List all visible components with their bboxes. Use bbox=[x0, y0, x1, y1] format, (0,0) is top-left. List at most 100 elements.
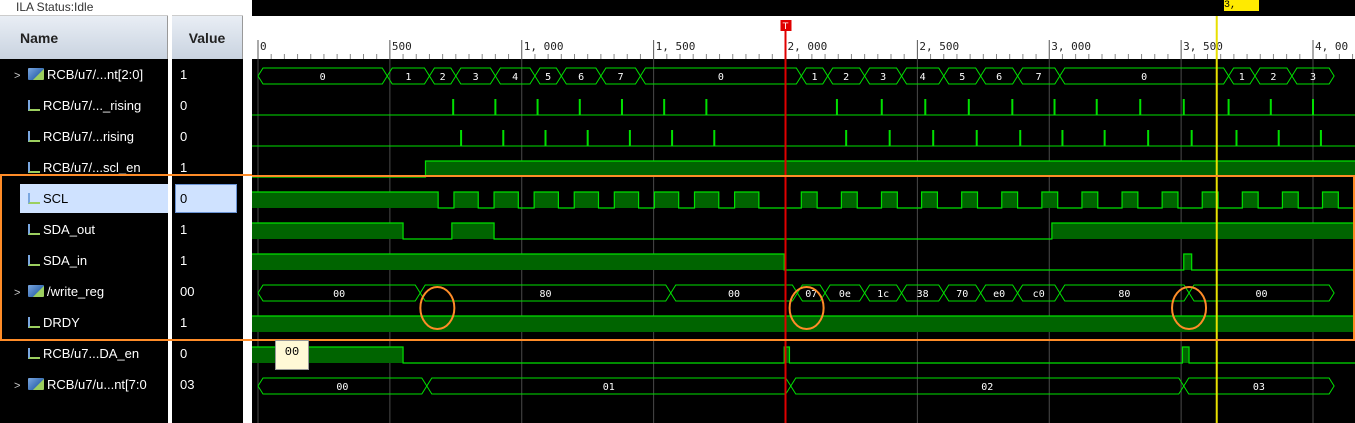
signal-name[interactable]: > RCB/u7/...nt[2:0] bbox=[14, 59, 168, 90]
signal-row[interactable]: SDA_out 1 bbox=[0, 214, 243, 245]
time-ruler bbox=[252, 16, 1355, 59]
signal-name[interactable]: > RCB/u7/u...nt[7:0 bbox=[14, 369, 168, 400]
signal-name-text: SDA_out bbox=[43, 222, 96, 237]
bus-value-label: 1 bbox=[405, 72, 411, 83]
bus-value-label: 0 bbox=[320, 72, 326, 83]
high-fill bbox=[451, 223, 495, 239]
bus-value-label: 4 bbox=[512, 72, 518, 83]
high-fill bbox=[252, 223, 404, 239]
signal-name-text: SCL bbox=[43, 191, 69, 206]
high-fill bbox=[494, 192, 519, 208]
signal-name[interactable]: > /write_reg bbox=[14, 276, 168, 307]
expand-arrow-icon[interactable]: > bbox=[14, 287, 21, 299]
bus-segment bbox=[1291, 67, 1335, 85]
signal-name[interactable]: RCB/u7/..._rising bbox=[14, 90, 168, 121]
signal-name-text: RCB/u7/u...nt[7:0 bbox=[47, 377, 147, 392]
signal-name[interactable]: SDA_out bbox=[14, 214, 168, 245]
cursor-time-label: 3, 635 bbox=[1224, 0, 1259, 22]
panel-divider[interactable] bbox=[243, 0, 252, 423]
value-column-header[interactable]: Value bbox=[172, 16, 243, 59]
bus-value-label: 0 bbox=[718, 72, 724, 83]
bus-value-label: 6 bbox=[996, 72, 1002, 83]
signal-name-text: RCB/u7/...nt[2:0] bbox=[47, 67, 144, 82]
signal-value: 1 bbox=[180, 315, 188, 330]
signal-value: 0 bbox=[180, 346, 188, 361]
high-fill bbox=[841, 192, 858, 208]
signal-row[interactable]: RCB/u7...DA_en 0 bbox=[0, 338, 243, 369]
high-fill bbox=[425, 161, 1355, 177]
signal-value: 0 bbox=[180, 129, 188, 144]
bus-value-label: 38 bbox=[917, 289, 929, 300]
signal-name[interactable]: DRDY bbox=[14, 307, 168, 338]
bus-value-label: 01 bbox=[603, 382, 615, 393]
bus-segment bbox=[257, 284, 421, 302]
high-fill bbox=[1041, 192, 1058, 208]
ila-status: ILA Status:Idle bbox=[0, 0, 243, 16]
signal-trace bbox=[252, 191, 1355, 209]
signal-row[interactable]: > RCB/u7/...nt[2:0] 1 bbox=[0, 59, 243, 90]
signal-name[interactable]: RCB/u7...DA_en bbox=[14, 338, 168, 369]
highlight-box bbox=[252, 175, 1355, 341]
signal-name-text: /write_reg bbox=[47, 284, 105, 299]
bus-value-label: 5 bbox=[545, 72, 551, 83]
signal-icon bbox=[28, 224, 40, 235]
high-fill bbox=[252, 254, 785, 270]
bus-icon bbox=[28, 378, 44, 390]
high-fill bbox=[1183, 254, 1192, 270]
signal-value: 1 bbox=[180, 253, 188, 268]
signal-name-text: RCB/u7/...scl_en bbox=[43, 160, 141, 175]
bus-value-label: 1 bbox=[811, 72, 817, 83]
bus-value-label: 2 bbox=[843, 72, 849, 83]
value-tooltip: 00 bbox=[275, 340, 309, 370]
bus-value-label: 2 bbox=[1270, 72, 1276, 83]
bus-value-label: 80 bbox=[1118, 289, 1130, 300]
bus-value-label: 3 bbox=[473, 72, 479, 83]
bus-value-label: 2 bbox=[440, 72, 446, 83]
bus-segment bbox=[257, 67, 388, 85]
signal-name[interactable]: SCL bbox=[14, 183, 168, 214]
high-fill bbox=[1162, 192, 1178, 208]
bus-value-label: 00 bbox=[333, 289, 345, 300]
signal-value: 1 bbox=[180, 222, 188, 237]
high-fill bbox=[1282, 192, 1299, 208]
high-fill bbox=[453, 192, 479, 208]
high-fill bbox=[1081, 192, 1098, 208]
bus-segment bbox=[790, 377, 1185, 395]
signal-icon bbox=[28, 131, 40, 142]
expand-arrow-icon[interactable]: > bbox=[14, 70, 21, 82]
expand-arrow-icon[interactable]: > bbox=[14, 380, 21, 392]
signal-row[interactable]: SDA_in 1 bbox=[0, 245, 243, 276]
high-fill bbox=[654, 192, 679, 208]
bus-value-label: 00 bbox=[1256, 289, 1268, 300]
ruler-tick-label: 2, 000 bbox=[788, 40, 828, 53]
trigger-marker-icon bbox=[780, 20, 792, 31]
signal-name[interactable]: SDA_in bbox=[14, 245, 168, 276]
selected-row-highlight bbox=[20, 184, 168, 213]
column-divider[interactable] bbox=[168, 0, 172, 423]
bus-value-label: 7 bbox=[618, 72, 624, 83]
high-fill bbox=[614, 192, 639, 208]
name-column-header[interactable]: Name bbox=[0, 16, 168, 59]
signal-name[interactable]: RCB/u7/...rising bbox=[14, 121, 168, 152]
bus-value-label: 00 bbox=[336, 382, 348, 393]
ruler-tick-label: 4, 00 bbox=[1315, 40, 1348, 53]
signal-name[interactable]: RCB/u7/...scl_en bbox=[14, 152, 168, 183]
bus-icon bbox=[28, 285, 44, 297]
highlight-circle bbox=[419, 286, 456, 330]
signal-name-text: RCB/u7...DA_en bbox=[43, 346, 140, 361]
high-fill bbox=[534, 192, 559, 208]
signal-row[interactable]: RCB/u7/...rising 0 bbox=[0, 121, 243, 152]
signal-name-text: RCB/u7/..._rising bbox=[43, 98, 142, 113]
bus-segment bbox=[1183, 377, 1335, 395]
signal-name-text: RCB/u7/...rising bbox=[43, 129, 135, 144]
signal-value: 1 bbox=[180, 67, 188, 82]
bus-value-label: 1c bbox=[877, 289, 889, 300]
signal-icon bbox=[28, 100, 40, 111]
signal-row[interactable]: DRDY 1 bbox=[0, 307, 243, 338]
